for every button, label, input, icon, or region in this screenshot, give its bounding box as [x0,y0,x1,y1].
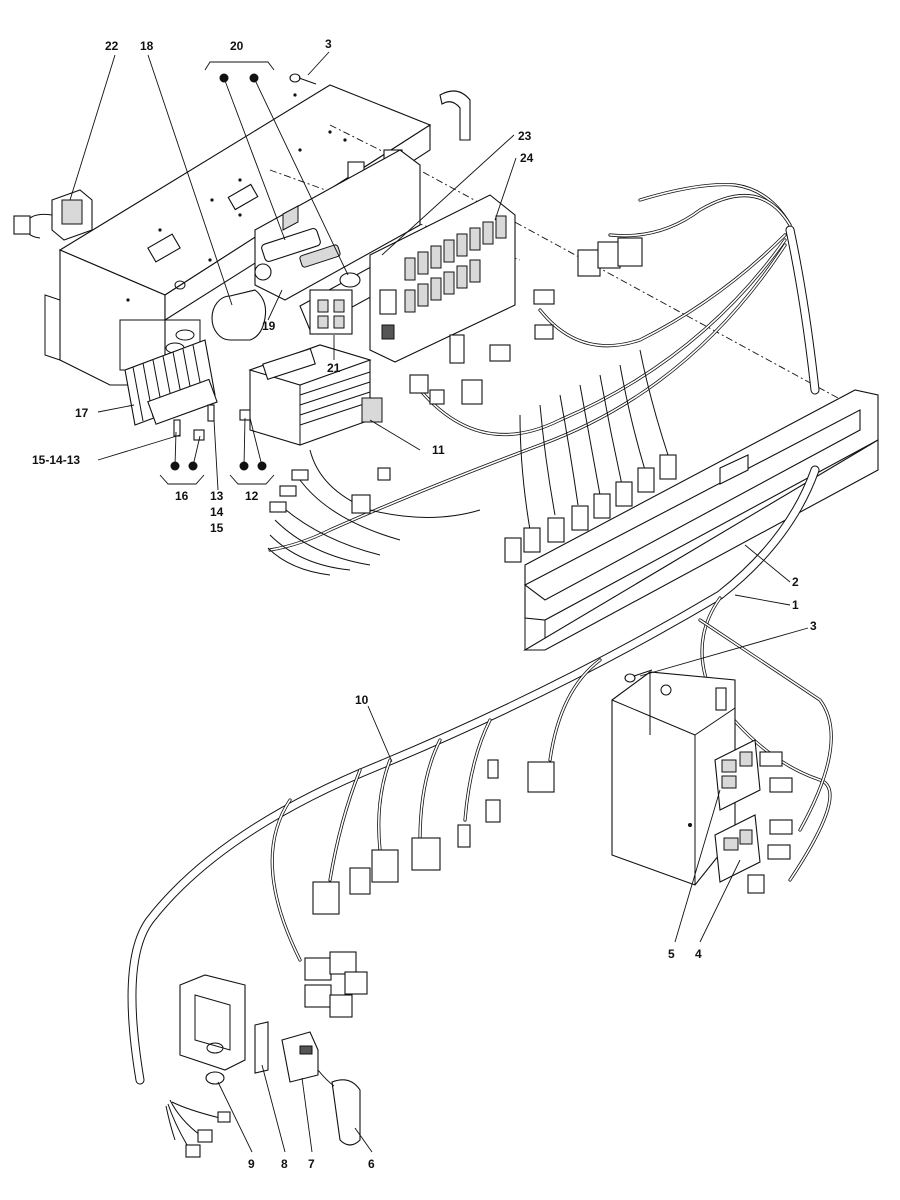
callout-15-14-13: 15-14-13 [32,453,80,467]
parts-12-16-small-fuses [173,404,255,441]
housing-screw-holes [126,93,347,302]
part-7-switch [281,1031,319,1083]
group-bracket-20 [204,61,275,83]
part-1-main-harness [127,183,833,1085]
callout-10: 10 [355,693,369,707]
callout-3-lower: 3 [810,619,817,633]
callout-24: 24 [520,151,534,165]
callout-11: 11 [432,443,445,457]
part-5-relay-board [714,739,793,811]
right-electrical-box [611,671,736,886]
part-24-circuit-board [369,194,516,363]
callout-18: 18 [140,39,154,53]
callout-8: 8 [281,1157,288,1171]
callout-6: 6 [368,1157,375,1171]
callout-14: 14 [210,505,224,519]
callout-13: 13 [210,489,224,503]
callout-15: 15 [210,521,224,535]
relay-row [404,215,507,313]
part-17-terminal-strip [124,339,218,426]
bottom-left-wire-ends [165,1099,231,1158]
connector-cluster [304,951,368,1018]
callout-20: 20 [230,39,244,53]
callout-2: 2 [792,575,799,589]
callout-17: 17 [75,406,89,420]
lower-harness-connectors [312,759,555,915]
part-3-screw-lower [624,669,653,683]
part-22-sensor [13,189,93,241]
callout-12: 12 [245,489,259,503]
callout-4: 4 [695,947,702,961]
callout-21: 21 [327,361,341,375]
part-21-connector-block [309,289,353,335]
part-18-capacitor [211,289,267,341]
callout-19: 19 [262,319,276,333]
part-6-knob [317,1069,361,1146]
callout-labels: 22 18 20 3 23 24 19 21 17 15-14-13 11 16… [32,37,817,1171]
part-11-transformer [248,344,383,446]
transformer-fins [299,371,371,426]
callout-3-top: 3 [325,37,332,51]
callout-7: 7 [308,1157,315,1171]
callout-22: 22 [105,39,119,53]
group-bracket-12 [229,417,275,485]
box-wire-bundle [267,449,481,576]
part-4-relay-board [714,814,793,894]
top-right-connectors [409,237,643,405]
callout-5: 5 [668,947,675,961]
part-9-bracket [179,974,246,1085]
duct-connectors [504,454,677,563]
part-8-gasket [254,1021,269,1074]
part-2-cable-duct [522,389,879,651]
callout-16: 16 [175,489,189,503]
callout-23: 23 [518,129,532,143]
callout-9: 9 [248,1157,255,1171]
duct-drop-wires [519,349,669,531]
callout-1: 1 [792,598,799,612]
group-bracket-16 [159,431,205,485]
part-19-fuse-holder [254,227,361,288]
part-3-screw-top [289,73,317,85]
leader-lines [69,51,809,1153]
